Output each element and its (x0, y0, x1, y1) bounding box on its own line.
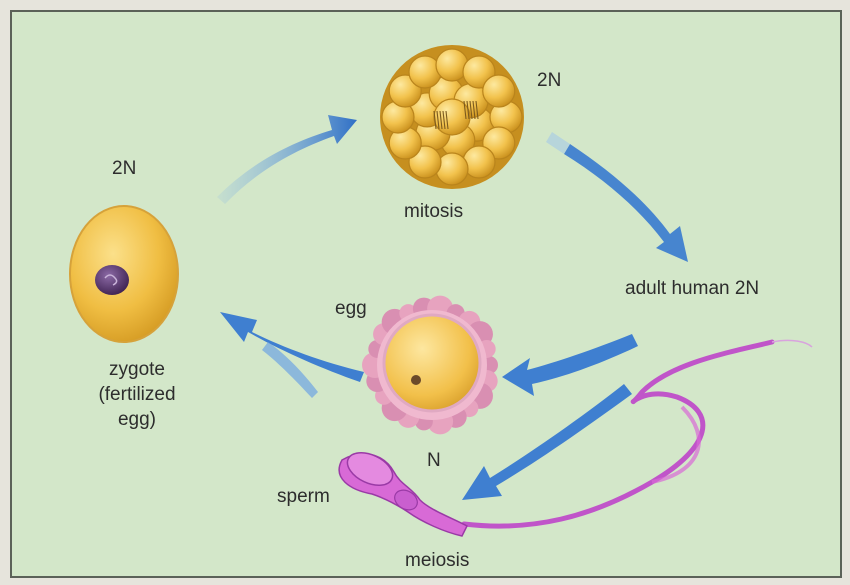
sperm-label: sperm (277, 485, 330, 509)
morula-icon (380, 45, 524, 189)
egg-cell-icon (362, 296, 498, 435)
mitosis-label: mitosis (404, 200, 463, 224)
arrow-zygote-to-mitosis (217, 115, 357, 204)
zygote-label-line-3: egg) (72, 407, 202, 432)
arrow-egg-to-zygote (220, 312, 364, 398)
zygote-label: zygote (fertilized egg) (72, 357, 202, 432)
zygote-cell-icon (70, 206, 178, 342)
zygote-label-line-1: zygote (72, 357, 202, 382)
arrow-adult-to-egg (502, 334, 638, 396)
zygote-ploidy-label: 2N (112, 157, 136, 181)
mitosis-ploidy-label: 2N (537, 69, 561, 93)
egg-label: egg (335, 297, 367, 321)
arrow-mitosis-to-adult (546, 132, 688, 262)
zygote-label-line-2: (fertilized (72, 382, 202, 407)
life-cycle-diagram: 2N mitosis 2N adult human 2N egg zygote … (10, 10, 842, 578)
meiosis-label: meiosis (405, 549, 469, 573)
gamete-ploidy-label: N (427, 449, 441, 473)
adult-human-label: adult human 2N (625, 277, 759, 301)
